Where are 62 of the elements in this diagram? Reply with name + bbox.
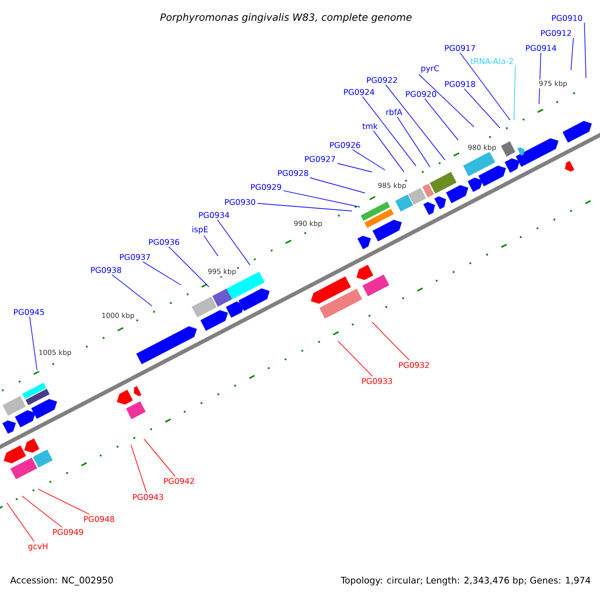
- leader-line: [418, 74, 474, 128]
- leader-line: [130, 444, 147, 493]
- gene-label: PG0928: [278, 170, 308, 176]
- gene-label: PG0922: [367, 76, 397, 84]
- leader-line: [338, 340, 373, 377]
- gene-label: PG0917: [445, 44, 475, 52]
- leader-line: [460, 52, 510, 120]
- leader-line: [373, 130, 404, 172]
- gene-label: PG0936: [149, 238, 180, 246]
- leader-line: [29, 316, 38, 370]
- gene-label: PG0938: [91, 266, 122, 274]
- leader-line: [283, 190, 360, 208]
- gene-label: PG0910: [552, 14, 582, 22]
- leader-line: [217, 219, 250, 266]
- gene-label: PG0937: [120, 254, 150, 260]
- leader-line: [352, 149, 386, 170]
- gene-label: tmk: [362, 122, 378, 130]
- gene-label: PG0924: [344, 88, 374, 96]
- leader-line: [168, 246, 210, 288]
- leader-line: [570, 37, 574, 70]
- gene-label: PG0912: [541, 30, 571, 36]
- accession-text: Accession: NC_002950: [10, 576, 113, 586]
- leader-line: [142, 261, 182, 286]
- leader-line: [372, 322, 410, 361]
- gene-label: PG0942: [164, 478, 194, 484]
- leader-line: [6, 502, 35, 542]
- leader-line: [424, 98, 458, 140]
- gene-label: PG0933: [362, 378, 392, 384]
- leader-line: [464, 88, 500, 128]
- gene-label: PG0930: [225, 198, 256, 206]
- leader-line: [514, 65, 516, 120]
- gene-label: PG0929: [251, 184, 282, 190]
- gene-label: PG0914: [526, 44, 556, 52]
- gene-label: tRNA-Ala-2: [470, 58, 513, 64]
- leader-line: [257, 203, 352, 212]
- gene-label: PG0948: [84, 516, 114, 522]
- gene-label: pyrC: [421, 65, 439, 73]
- gene-label: ispE: [192, 226, 208, 234]
- gene-label: PG0932: [399, 362, 429, 368]
- leader-line: [396, 116, 430, 168]
- leader-line: [310, 177, 366, 194]
- leader-line: [337, 163, 372, 172]
- leader-line: [112, 274, 152, 306]
- title: Porphyromonas gingivalis W83, complete genome: [160, 13, 412, 23]
- leader-line: [584, 22, 586, 78]
- leader-line: [38, 488, 90, 515]
- leader-line: [204, 235, 218, 256]
- gene-label: gcvH: [28, 543, 48, 551]
- gene-label: rbfA: [386, 108, 402, 116]
- gene-label: PG0920: [406, 90, 436, 98]
- leader-line: [22, 496, 62, 528]
- gene-label: PG0949: [53, 528, 84, 536]
- genome-info-text: Topology: circular; Length: 2,343,476 bp; Genes: 1,974: [340, 576, 590, 586]
- gene-label: PG0926: [330, 142, 360, 148]
- leader-line: [385, 84, 446, 160]
- leader-line: [362, 96, 416, 166]
- gene-label: PG0918: [445, 80, 476, 88]
- gene-label: PG0943: [133, 494, 164, 500]
- gene-label: PG0945: [14, 308, 44, 316]
- gene-label: PG0927: [305, 156, 335, 162]
- gene-label: PG0934: [199, 212, 230, 218]
- leader-line: [144, 438, 176, 477]
